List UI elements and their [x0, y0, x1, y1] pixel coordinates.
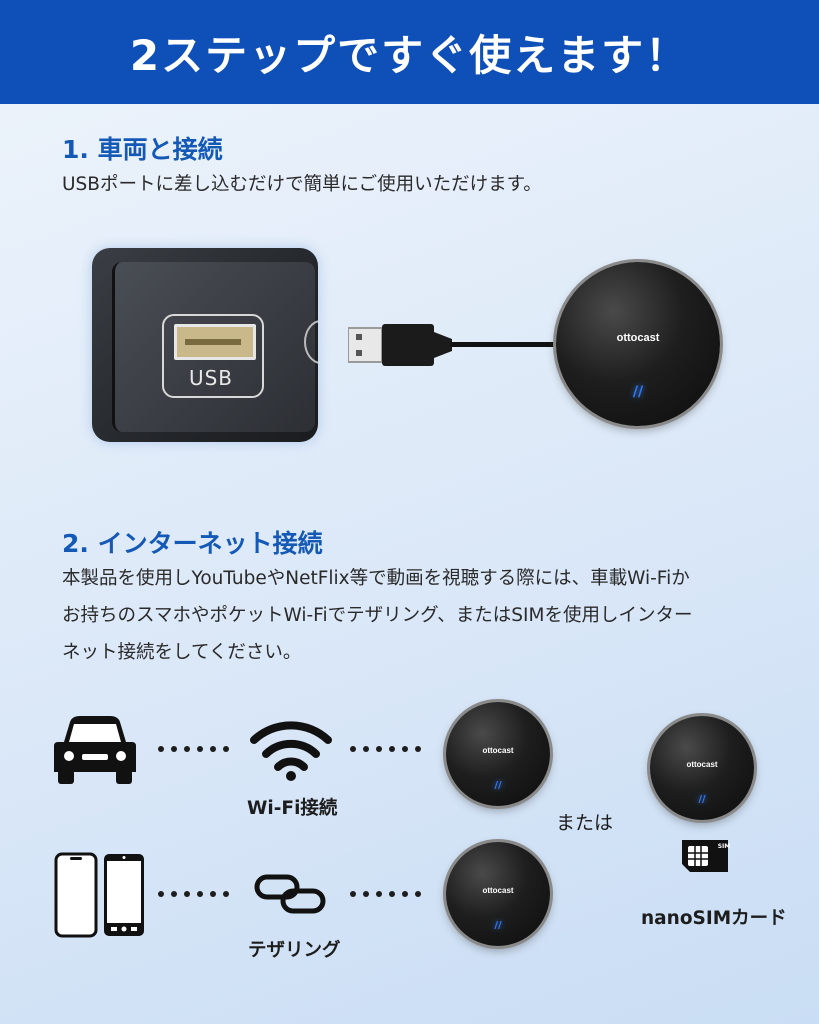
- sim-chip-text: SIM: [717, 843, 731, 850]
- car-icon: [52, 714, 138, 786]
- smartphone-icon: [102, 852, 146, 938]
- step2-description: 本製品を使用しYouTubeやNetFlix等で動画を視聴する際には、車載Wi-…: [62, 560, 782, 671]
- dotted-connector: [158, 891, 229, 897]
- tethering-label: テザリング: [248, 940, 341, 961]
- step1-description: USBポートに差し込むだけで簡単にご使用いただけます。: [62, 174, 542, 195]
- device-brand: ottocast: [482, 746, 514, 755]
- dotted-connector: [158, 746, 229, 752]
- usb-socket: [174, 324, 256, 360]
- dotted-connector: [350, 746, 421, 752]
- or-label: または: [556, 812, 614, 834]
- device-brand: ottocast: [686, 760, 718, 769]
- step2-desc-line: 本製品を使用しYouTubeやNetFlix等で動画を視聴する際には、車載Wi-…: [62, 568, 690, 589]
- device-led-icon: //: [632, 384, 644, 400]
- usb-port-label: USB: [188, 366, 234, 390]
- device-brand: ottocast: [482, 886, 514, 895]
- device-led-icon: //: [494, 780, 502, 791]
- usb-port-outline: [162, 314, 264, 398]
- usb-port-photo: USB: [92, 248, 318, 442]
- device-brand: ottocast: [616, 332, 660, 344]
- sim-label: nanoSIMカード: [641, 908, 787, 929]
- step2-desc-line: ネット接続をしてください。: [62, 642, 302, 663]
- device-led-icon: //: [494, 920, 502, 931]
- link-icon: [254, 872, 326, 916]
- dotted-connector: [350, 891, 421, 897]
- wifi-label: Wi-Fi接続: [247, 798, 338, 819]
- page-title: 2ステップですぐ使えます！: [129, 30, 690, 80]
- device-led-icon: //: [698, 794, 706, 805]
- ottocast-device-tethering: ottocast //: [446, 842, 550, 946]
- smartphone-icon: [54, 852, 98, 938]
- ottocast-device-wifi: ottocast //: [446, 702, 550, 806]
- usb-cable: [450, 342, 560, 347]
- step2-title: 2. インターネット接続: [62, 529, 323, 558]
- step2-desc-line: お持ちのスマホやポケットWi-Fiでテザリング、またはSIMを使用しインター: [62, 605, 693, 626]
- page-header: 2ステップですぐ使えます！: [0, 0, 819, 104]
- usb-plug-icon: [347, 322, 458, 368]
- step1-title: 1. 車両と接続: [62, 135, 223, 164]
- wifi-icon: [250, 718, 332, 782]
- ottocast-device-large: ottocast //: [556, 262, 720, 426]
- ottocast-device-sim: ottocast //: [650, 716, 754, 820]
- sim-card-icon: [680, 838, 730, 874]
